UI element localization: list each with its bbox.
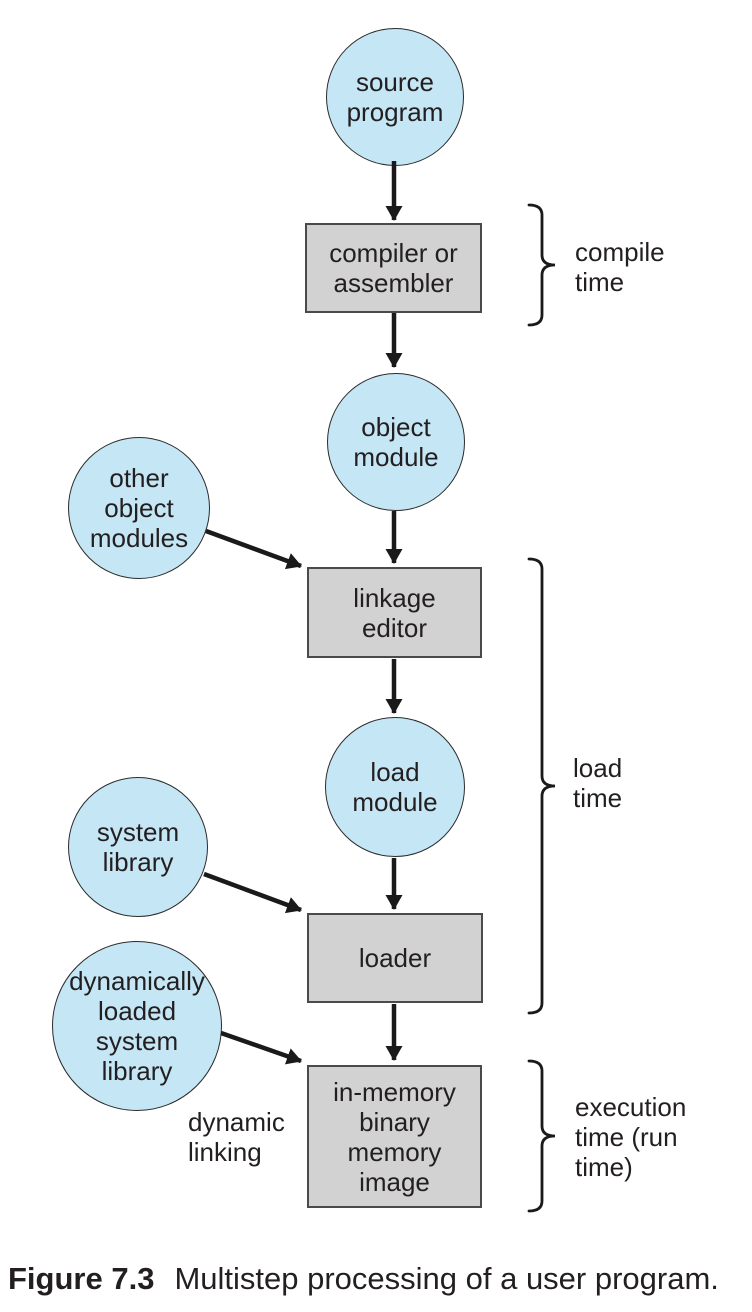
node-load-module: load module [325, 717, 465, 857]
node-system-library-label: system library [96, 817, 180, 877]
label-dynamic-linking: dynamic linking [188, 1107, 285, 1167]
node-dynamically-loaded-system-library: dynamically loaded system library [52, 941, 222, 1111]
box-linkage-editor-label: linkage editor [353, 582, 436, 643]
brace-compile-time-icon [527, 203, 556, 327]
label-compile-time: compile time [575, 237, 665, 297]
arrow-othermodules-to-linkage-icon [205, 528, 302, 570]
node-load-module-label: load module [352, 757, 438, 817]
box-compiler-or-assembler: compiler or assembler [305, 223, 482, 313]
brace-load-time-icon [527, 557, 556, 1015]
box-compiler-or-assembler-label: compiler or assembler [329, 238, 458, 298]
box-in-memory-binary-memory-image-label: in-memory binary memory image [333, 1076, 456, 1197]
box-linkage-editor: linkage editor [307, 567, 482, 658]
node-other-object-modules: other object modules [68, 437, 210, 579]
node-object-module-label: object module [353, 412, 439, 472]
node-dynamically-loaded-system-library-label: dynamically loaded system library [69, 966, 205, 1086]
box-in-memory-binary-memory-image: in-memory binary memory image [307, 1065, 482, 1208]
node-system-library: system library [68, 777, 208, 917]
label-execution-time: execution time (run time) [575, 1092, 687, 1182]
brace-execution-time-icon [527, 1059, 556, 1213]
arrow-dynamiclibrary-to-memoryimage-icon [220, 1030, 302, 1065]
arrow-systemlibrary-to-loader-icon [203, 871, 302, 914]
figure-caption: Figure 7.3 Multistep processing of a user… [8, 1260, 719, 1298]
node-source-program-label: source program [346, 67, 444, 127]
node-object-module: object module [327, 373, 465, 511]
figure-caption-text: Multistep processing of a user program. [174, 1261, 719, 1296]
box-loader: loader [307, 913, 483, 1003]
node-other-object-modules-label: other object modules [89, 463, 189, 553]
figure-caption-number: Figure 7.3 [8, 1261, 155, 1296]
label-load-time: load time [573, 753, 623, 813]
box-loader-label: loader [358, 943, 432, 973]
node-source-program: source program [326, 28, 464, 166]
